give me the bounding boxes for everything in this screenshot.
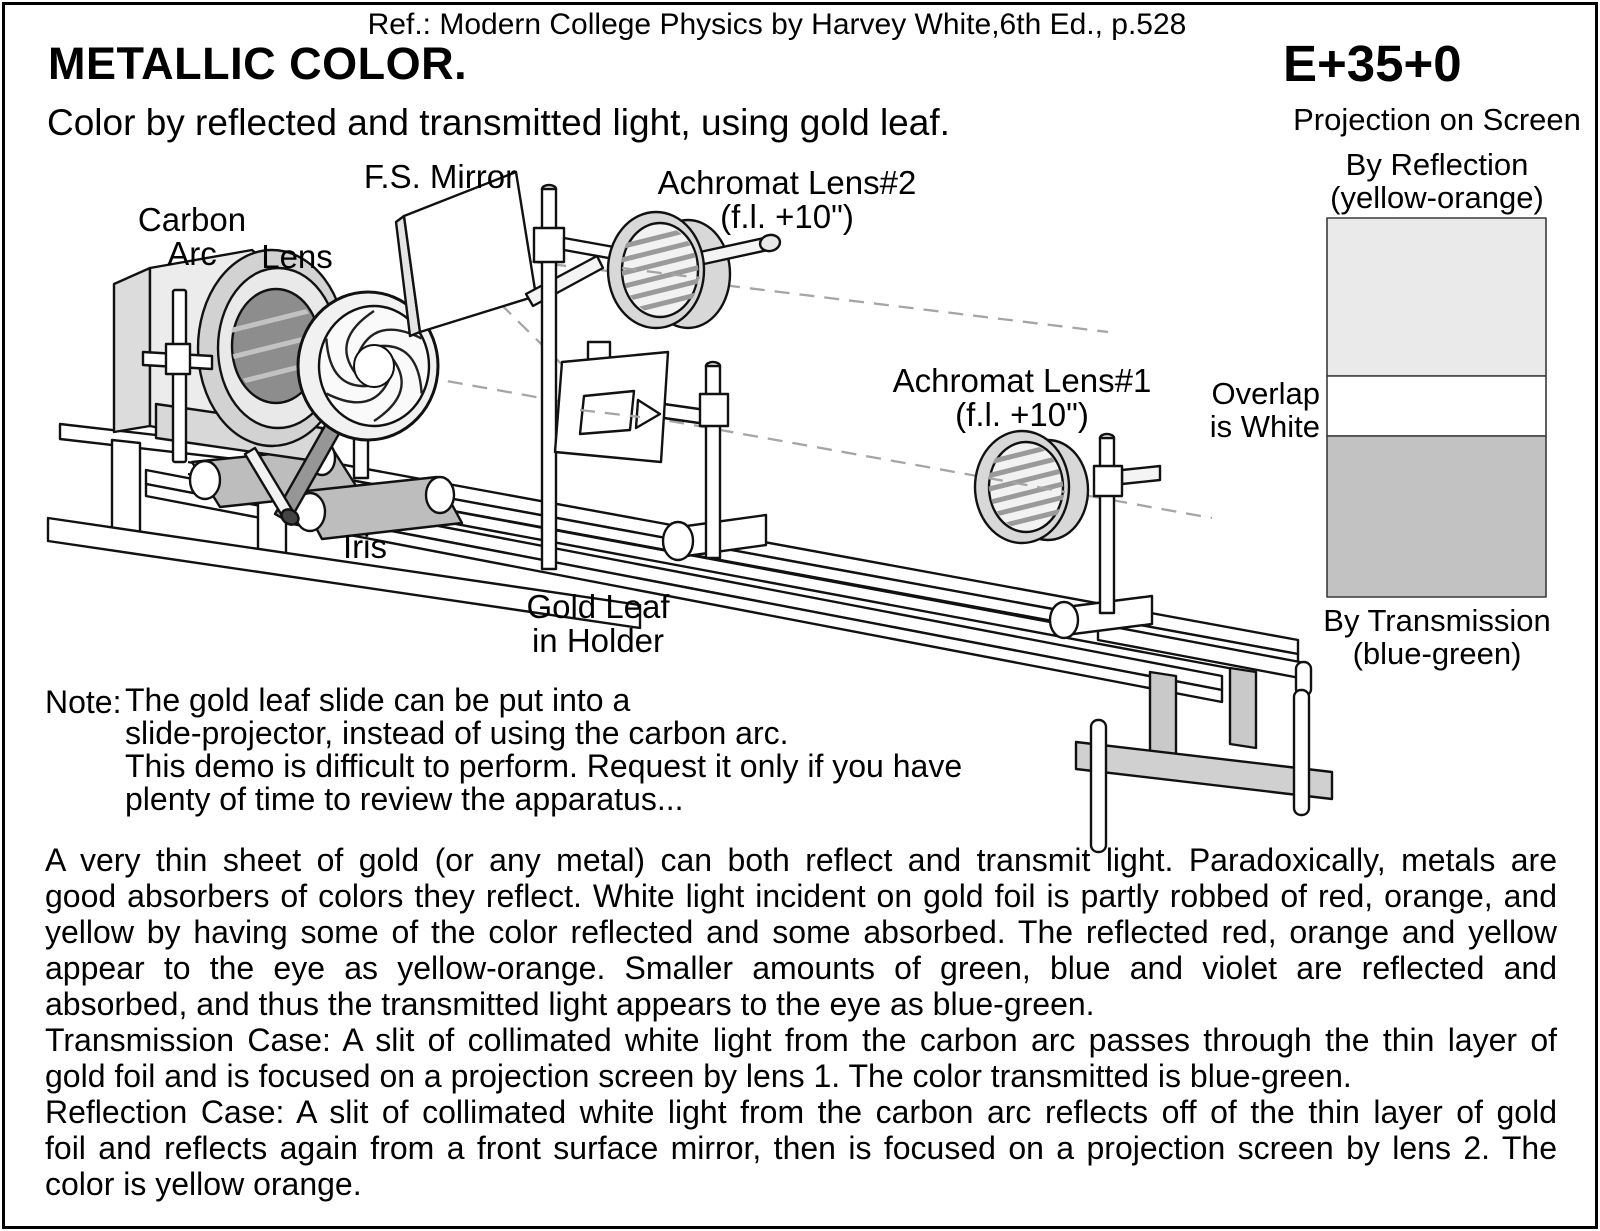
demo-code: E+35+0 bbox=[1283, 35, 1462, 92]
label-achromat-lens-2-line1: Achromat Lens#2 bbox=[657, 164, 917, 201]
label-overlap-line2: is White bbox=[1209, 409, 1320, 444]
screen-band-reflection bbox=[1326, 217, 1547, 377]
note-label: Note: bbox=[45, 684, 122, 720]
note-line-3: This demo is difficult to perform. Reque… bbox=[125, 748, 963, 784]
screen-band-overlap bbox=[1326, 375, 1547, 437]
note-line-2: slide-projector, instead of using the ca… bbox=[125, 715, 789, 751]
iris-blades bbox=[325, 309, 423, 423]
label-achromat-lens-1-line2: (f.l. +10") bbox=[955, 396, 1089, 433]
body-line-2: good absorbers of colors they reflect. W… bbox=[45, 878, 1557, 914]
label-carbon-arc-line1: Carbon bbox=[137, 201, 247, 238]
page-subtitle: Color by reflected and transmitted light… bbox=[47, 102, 950, 143]
beam-reflection bbox=[451, 250, 1109, 334]
label-overlap: Overlap is White bbox=[1180, 377, 1320, 443]
label-by-transmission-line1: By Transmission bbox=[1323, 603, 1551, 638]
reference-line: Ref.: Modern College Physics by Harvey W… bbox=[367, 8, 1187, 41]
bench-right-stand bbox=[1074, 622, 1334, 854]
page-title: METALLIC COLOR. bbox=[48, 38, 468, 89]
label-gold-leaf-line1: Gold Leaf bbox=[526, 588, 670, 625]
projection-screen bbox=[1326, 217, 1547, 598]
body-line-7: gold foil and is focused on a projection… bbox=[45, 1058, 1352, 1094]
body-line-10: color is yellow orange. bbox=[45, 1166, 362, 1202]
label-achromat-lens-1: Achromat Lens#1 (f.l. +10") bbox=[893, 364, 1152, 432]
label-by-reflection: By Reflection (yellow-orange) bbox=[1330, 148, 1544, 214]
body-text: A very thin sheet of gold (or any metal)… bbox=[45, 842, 1557, 1202]
gold-leaf-holder bbox=[553, 340, 768, 562]
label-fs-mirror: F.S. Mirror bbox=[363, 158, 517, 195]
label-by-reflection-line1: By Reflection bbox=[1345, 147, 1529, 182]
label-carbon-arc-line2: Arc bbox=[167, 235, 217, 272]
label-by-transmission: By Transmission (blue-green) bbox=[1323, 604, 1550, 670]
body-line-1: A very thin sheet of gold (or any metal)… bbox=[45, 842, 1557, 878]
label-achromat-lens-1-line1: Achromat Lens#1 bbox=[892, 362, 1152, 399]
note-block: The gold leaf slide can be put into a sl… bbox=[125, 684, 962, 816]
label-carbon-arc: Carbon Arc bbox=[138, 203, 246, 271]
fs-mirror bbox=[394, 170, 644, 571]
body-line-8: Reflection Case: A slit of collimated wh… bbox=[45, 1094, 1557, 1130]
note-line-4: plenty of time to review the apparatus..… bbox=[125, 781, 684, 817]
label-lens: Lens bbox=[261, 238, 333, 275]
label-achromat-lens-2: Achromat Lens#2 (f.l. +10") bbox=[658, 166, 917, 234]
body-line-6: Transmission Case: A slit of collimated … bbox=[45, 1022, 1557, 1058]
body-line-4: appear to the eye as yellow-orange. Smal… bbox=[45, 950, 1557, 986]
body-line-3: yellow by having some of the color refle… bbox=[45, 914, 1557, 950]
label-iris: Iris bbox=[343, 528, 387, 565]
label-overlap-line1: Overlap bbox=[1211, 376, 1320, 411]
achromat-lens-1 bbox=[973, 429, 1162, 640]
projection-heading: Projection on Screen bbox=[1293, 102, 1581, 137]
body-line-9: foil and reflects again from a front sur… bbox=[45, 1130, 1557, 1166]
body-line-5: absorbed, and thus the transmitted light… bbox=[45, 986, 1095, 1022]
achromat-lens-2 bbox=[606, 210, 782, 330]
iris-lens bbox=[243, 290, 440, 526]
label-gold-leaf-line2: in Holder bbox=[531, 622, 665, 659]
label-achromat-lens-2-line2: (f.l. +10") bbox=[720, 198, 854, 235]
label-by-transmission-line2: (blue-green) bbox=[1352, 636, 1522, 671]
label-gold-leaf: Gold Leaf in Holder bbox=[526, 590, 669, 658]
note-line-1: The gold leaf slide can be put into a bbox=[125, 682, 631, 718]
iris-lever bbox=[243, 446, 300, 526]
label-by-reflection-line2: (yellow-orange) bbox=[1330, 180, 1544, 215]
screen-band-transmission bbox=[1326, 435, 1547, 598]
